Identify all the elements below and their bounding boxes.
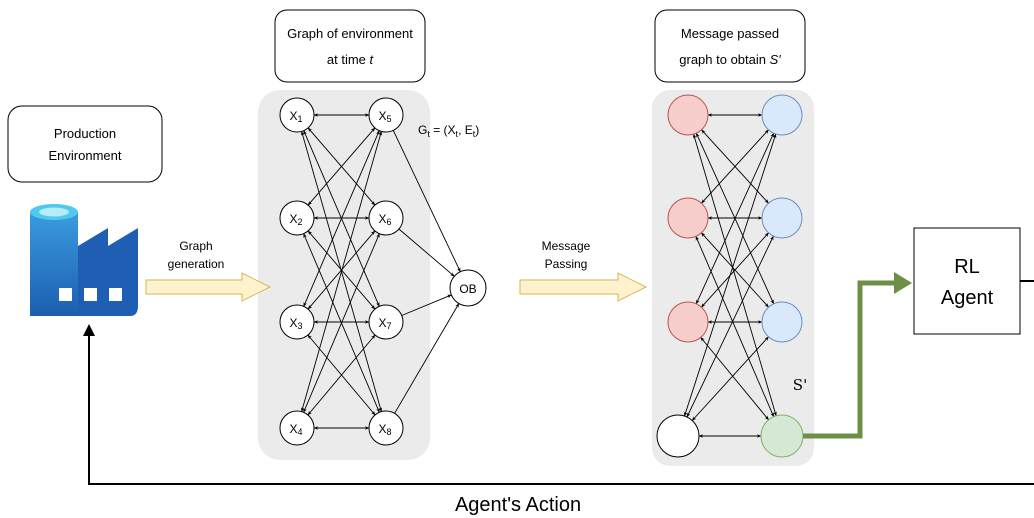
agent-action-label: Agent's Action: [455, 494, 581, 516]
graph-node-x8: X8: [368, 410, 404, 446]
svg-text:X1: X1: [289, 109, 302, 124]
rl-agent-box: RL Agent: [913, 227, 1021, 335]
graph-edge-to-ob: [392, 130, 461, 273]
graph-node-x4: X4: [279, 410, 315, 446]
graph-edge: [307, 334, 376, 416]
mp-node-left-4: [656, 414, 700, 458]
svg-text:OB: OB: [459, 282, 476, 296]
graph-node-ob: OB: [449, 269, 487, 307]
state-to-agent-arrow: [803, 280, 896, 439]
production-label-line2: Environment: [49, 148, 122, 163]
svg-text:X4: X4: [289, 422, 302, 437]
mp-node-s-prime: [760, 414, 804, 458]
graph-generation-label-line1: Graph: [179, 239, 212, 253]
svg-text:X8: X8: [378, 422, 391, 437]
agent-action-arrowhead: [83, 324, 95, 336]
svg-text:X6: X6: [378, 212, 391, 227]
graph-generation-arrow: Graph generation: [145, 239, 272, 302]
rl-agent-label-line1: RL: [954, 256, 980, 278]
graph-edge-to-ob: [401, 294, 452, 316]
message-passing-label-line2: Passing: [545, 257, 588, 271]
s-prime-label: S': [793, 376, 807, 394]
graph-title-line1: Graph of environment: [287, 26, 413, 41]
state-to-agent-arrowhead: [894, 272, 912, 294]
mp-node-left-2: [667, 197, 709, 239]
graph-title-box: Graph of environment at time t: [274, 9, 426, 83]
graph-node-x5: X5: [368, 97, 404, 133]
message-passed-edges: [684, 113, 777, 438]
graph-edge-to-ob: [394, 303, 460, 414]
message-passed-left-nodes: [656, 94, 709, 458]
message-passed-title-line1: Message passed: [681, 26, 779, 41]
graph-equation: Gt = (Xt, Et): [418, 123, 479, 139]
graph-node-x7: X7: [368, 304, 404, 340]
mp-node-right-1: [761, 94, 803, 136]
mp-node-right-2: [761, 197, 803, 239]
message-passing-arrow: Message Passing: [519, 239, 648, 302]
svg-text:X5: X5: [378, 109, 391, 124]
svg-text:X3: X3: [289, 316, 302, 331]
message-passed-right-nodes: [760, 94, 804, 458]
graph-title-line2: at time t: [327, 52, 375, 67]
graph-right-nodes: X5 X6 X7 X8: [368, 97, 404, 446]
graph-generation-label-line2: generation: [168, 257, 225, 271]
graph-panel: [258, 90, 430, 460]
message-passed-panel: [652, 90, 814, 466]
rl-agent-label-line2: Agent: [941, 287, 994, 309]
agent-action-feedback-line: [88, 280, 1034, 485]
mp-node-left-1: [667, 94, 709, 136]
svg-text:X2: X2: [289, 212, 302, 227]
svg-text:X7: X7: [378, 316, 391, 331]
mp-node-right-3: [761, 301, 803, 343]
factory-icon: [30, 204, 138, 316]
production-label-line1: Production: [54, 126, 116, 141]
graph-node-x6: X6: [368, 200, 404, 236]
graph-edge-to-ob: [398, 228, 455, 277]
graph-node-x1: X1: [279, 97, 315, 133]
production-environment-box: Production Environment: [7, 105, 163, 183]
graph-node-x2: X2: [279, 200, 315, 236]
message-passed-title-line2: graph to obtain S′: [679, 52, 781, 67]
graph-edges: [300, 113, 461, 430]
graph-left-nodes: X1 X2 X3 X4: [279, 97, 315, 446]
message-passed-edge: [691, 336, 769, 421]
graph-node-x3: X3: [279, 304, 315, 340]
message-passing-label-line1: Message: [542, 239, 591, 253]
message-passed-title-box: Message passed graph to obtain S′: [654, 9, 806, 83]
mp-node-left-3: [667, 301, 709, 343]
